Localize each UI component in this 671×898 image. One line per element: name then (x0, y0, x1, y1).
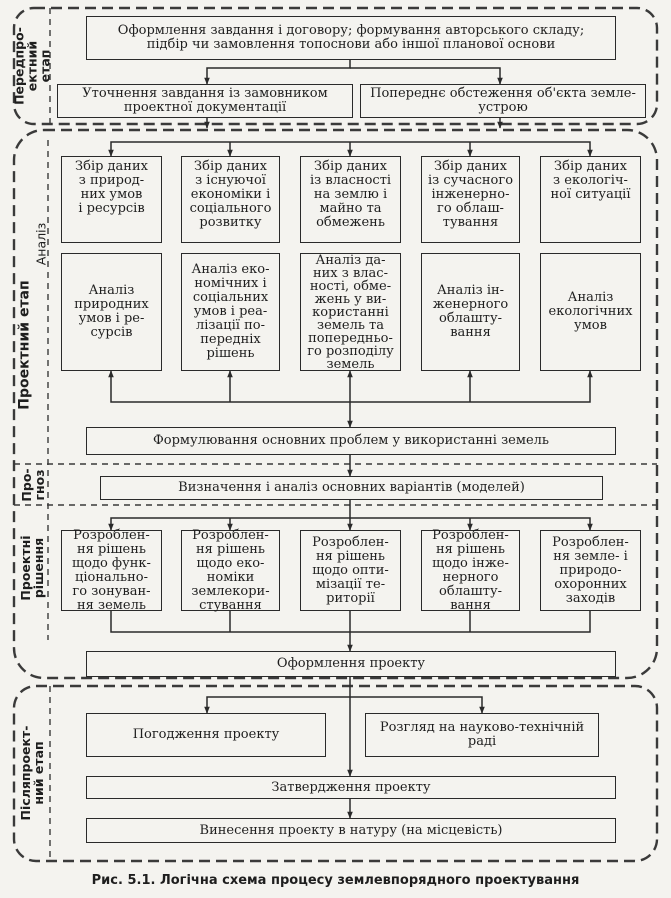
stage-label-forecast: Про- гноз (19, 468, 47, 502)
stage-label-project: Проектний етап (16, 280, 33, 410)
analysis-box-ecology: Аналіз екологічних умов (540, 253, 641, 371)
connector (350, 517, 593, 531)
agreement-box: Погодження проекту (86, 713, 326, 757)
decision-box-protection: Розроблен- ня земле- і природо- охоронни… (540, 530, 641, 611)
decision-box-zoning: Розроблен- ня рішень щодо функ- ціональн… (61, 528, 162, 612)
stage-label-decisions: Проектні рішення (18, 535, 46, 601)
collection-box-ecology: Збір даних з екологіч- ної ситуації (540, 156, 641, 243)
connector (108, 141, 350, 157)
stage-label-analysis: Аналіз (33, 222, 49, 266)
collection-box-natural: Збір даних з природ- них умов і ресурсів (61, 156, 162, 243)
stage-label-post: Післяпроект- ний етап (18, 725, 46, 821)
post-stage-region (12, 684, 659, 863)
figure-caption: Рис. 5.1. Логічна схема процесу землевпо… (91, 873, 580, 888)
connector (350, 141, 593, 157)
approval-box: Затвердження проекту (86, 776, 616, 799)
pre-stage-region (12, 6, 659, 126)
collection-box-economy: Збір даних з існуючої економіки і соціал… (181, 156, 280, 243)
preliminary-survey-box: Попереднє обстеження об'єкта земле- устр… (360, 84, 646, 118)
problems-box: Формулювання основних проблем у використ… (86, 427, 616, 455)
project-execution-box: Оформлення проекту (86, 651, 616, 677)
analysis-box-natural: Аналіз природних умов і ре- сурсів (61, 253, 162, 371)
connector (204, 676, 351, 714)
stage-label-pre: Передпро- ектний етап (11, 27, 53, 105)
analysis-box-engineering: Аналіз ін- женерного облашту- вання (421, 253, 520, 371)
connector (204, 60, 351, 85)
analysis-box-ownership: Аналіз да- них з влас- ності, обме- жень… (300, 253, 401, 371)
connector (350, 67, 503, 85)
decision-box-territory: Розроблен- ня рішень щодо опти- мізації … (300, 530, 401, 611)
variants-box: Визначення і аналіз основних варіантів (… (100, 476, 603, 500)
project-stage-region (12, 128, 659, 680)
analysis-box-economy: Аналіз еко- номічних і соціальних умов і… (181, 253, 280, 371)
connector (350, 696, 485, 714)
task-clarification-box: Уточнення завдання із замовником проектн… (57, 84, 353, 118)
field-transfer-box: Винесення проекту в натуру (на місцевіст… (86, 818, 616, 843)
decision-box-engineering: Розроблен- ня рішень щодо інже- нерного … (421, 528, 520, 612)
decision-box-economy: Розроблен- ня рішень щодо еко- номіки зе… (181, 528, 280, 612)
review-box: Розгляд на науково-технічній раді (365, 713, 599, 757)
collection-box-ownership: Збір даних із власності на землю і майно… (300, 156, 401, 243)
task-formation-box: Оформлення завдання і договору; формуван… (86, 16, 616, 60)
collection-box-engineering: Збір даних із сучасного інженерно- го об… (421, 156, 520, 243)
